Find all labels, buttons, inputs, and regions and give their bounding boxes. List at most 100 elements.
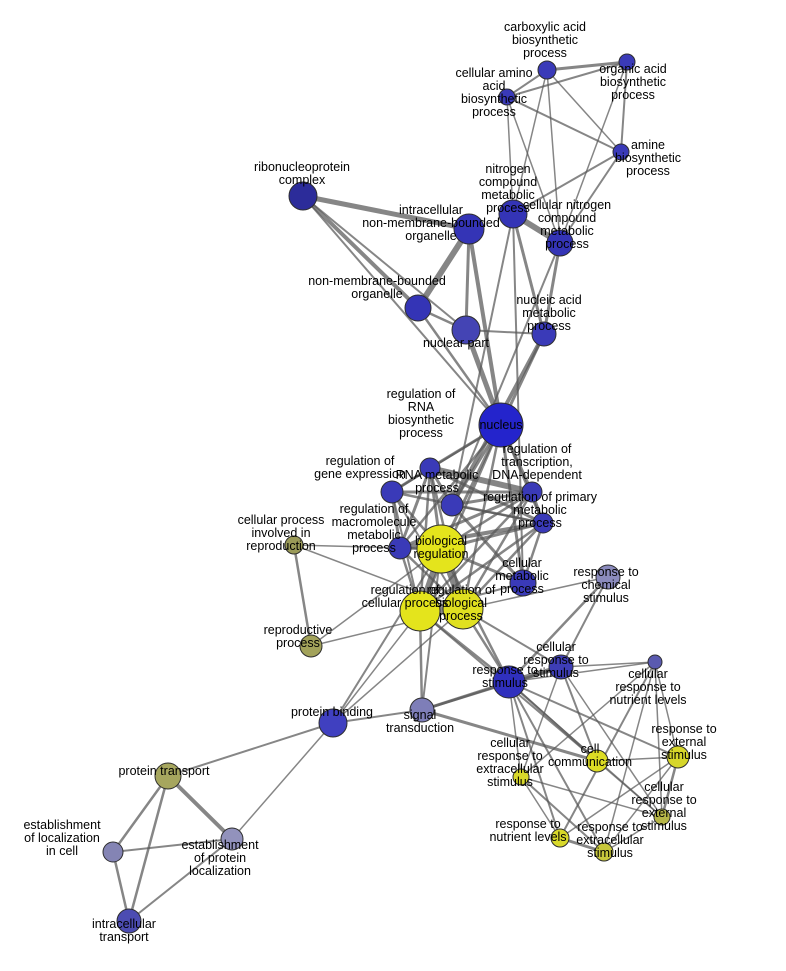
node-label-amino-line2: biosynthetic	[461, 92, 527, 106]
node-label-amine-line0: amine	[631, 138, 665, 152]
graph-node-resp_nutrient[interactable]: response to nutrient levels	[550, 828, 570, 848]
node-label-signal-line1: transduction	[386, 721, 454, 735]
graph-node-resp_chemical[interactable]: response to chemical stimulus	[595, 564, 621, 590]
graph-edge-rnp-nm_organelle	[301, 194, 420, 310]
graph-edge-cell_repro-repro	[292, 543, 313, 648]
graph-edge-cell_resp_nutrient-cell_resp_ext	[654, 661, 663, 818]
graph-node-repro[interactable]: reproductive process	[299, 634, 323, 658]
graph-edge-carboxylic-cell_nitrogen	[546, 69, 561, 244]
graph-node-rnp[interactable]: ribonucleoprotein complex	[288, 181, 318, 211]
graph-node-reg_gene[interactable]: regulation of gene expression	[380, 480, 404, 504]
graph-node-cell_comm[interactable]: cell communication	[585, 749, 609, 773]
graph-edge-cell_resp_stim-cell_comm	[560, 666, 598, 762]
graph-node-resp_extracell[interactable]: response to extracellular stimulus	[594, 842, 614, 862]
node-label-resp_nutrient-line1: nutrient levels	[489, 830, 566, 844]
node-label-reg_cell-line1: cellular process	[362, 596, 449, 610]
graph-edge-cell_resp_stim-cell_resp_extra	[520, 666, 562, 778]
node-label-resp_nutrient-line0: response to	[495, 817, 560, 831]
graph-node-reg_transcription[interactable]: regulation of transcription, DNA-depende…	[521, 481, 543, 503]
node-label-nitrogen-line0: nitrogen	[485, 162, 530, 176]
graph-node-nuclear_part[interactable]: nuclear part	[451, 315, 481, 345]
graph-edge-resp_stim-resp_extracell	[508, 681, 605, 853]
graph-edge-resp_chemical-cell_resp_stim	[560, 576, 609, 668]
graph-node-bio_reg[interactable]: biological regulation	[416, 524, 466, 574]
node-label-organic-line0: organic acid	[599, 62, 666, 76]
node-label-rnp-line1: complex	[279, 173, 326, 187]
graph-node-amine[interactable]: amine biosynthetic process	[612, 143, 630, 161]
node-label-reg_macro-line3: process	[352, 541, 396, 555]
graph-node-nm_organelle[interactable]: non-membrane-bounded organelle	[404, 294, 432, 322]
graph-node-cell_resp_ext[interactable]: cellular response to external stimulus	[653, 808, 671, 826]
node-label-amino-line3: process	[472, 105, 516, 119]
graph-node-cell_nitrogen[interactable]: cellular nitrogen compound metabolic pro…	[546, 229, 574, 257]
graph-node-nucleus[interactable]: nucleus	[478, 402, 524, 448]
node-label-est_loc-line2: in cell	[46, 844, 78, 858]
graph-node-reg_bio[interactable]: regulation of biological process	[442, 588, 484, 630]
graph-node-reg_rna[interactable]: regulation of RNA biosynthetic process	[419, 457, 441, 479]
graph-node-amino[interactable]: cellular amino acid biosynthetic process	[498, 88, 516, 106]
graph-edge-rnp-intra_organelle	[300, 193, 472, 232]
graph-node-intra_transport[interactable]: intracellular transport	[116, 908, 142, 934]
graph-edge-reg_rna-reg_primary	[428, 466, 545, 525]
graph-node-protein_transport[interactable]: protein transport	[154, 762, 182, 790]
node-label-intra_organelle-line2: organelle	[405, 229, 456, 243]
node-label-reg_macro-line2: metabolic	[347, 528, 401, 542]
node-label-resp_extracell-line2: stimulus	[587, 846, 633, 860]
graph-node-est_loc[interactable]: establishment of localization in cell	[102, 841, 124, 863]
graph-edge-bio_reg-repro	[310, 548, 442, 647]
node-label-nm_organelle-line0: non-membrane-bounded	[308, 274, 446, 288]
graph-node-protein_binding[interactable]: protein binding	[318, 708, 348, 738]
graph-node-est_prot[interactable]: establishment of protein localization	[220, 827, 244, 851]
graph-node-cell_repro[interactable]: cellular process involved in reproductio…	[284, 535, 304, 555]
graph-edge-cell_comm-resp_external	[596, 756, 679, 762]
graph-edge-carboxylic-organic	[545, 60, 629, 72]
node-label-cell_comm-line0: cell	[581, 742, 600, 756]
graph-edge-amino-cell_nitrogen	[506, 96, 561, 244]
graph-node-organic[interactable]: organic acid biosynthetic process	[618, 53, 636, 71]
node-label-cell_resp_stim-line1: response to	[523, 653, 588, 667]
graph-node-signal[interactable]: signal transduction	[409, 697, 435, 723]
graph-node-rna_metabolic[interactable]: RNA metabolic process	[440, 493, 464, 517]
node-label-cell_metabolic-line2: process	[500, 582, 544, 596]
graph-node-carboxylic[interactable]: carboxylic acid biosynthetic process	[537, 60, 557, 80]
graph-node-cell_resp_nutrient[interactable]: cellular response to nutrient levels	[647, 654, 663, 670]
graph-edge-cell_resp_extra-cell_resp_ext	[520, 776, 663, 818]
graph-edge-bio_reg-protein_binding	[332, 548, 442, 724]
node-label-cell_comm-line1: communication	[548, 755, 632, 769]
graph-node-resp_stim[interactable]: response to stimulus	[492, 665, 526, 699]
graph-node-nucleic_acid[interactable]: nucleic acid metabolic process	[531, 321, 557, 347]
graph-edge-intra_organelle-nuclear_part	[464, 227, 471, 332]
graph-node-intra_organelle[interactable]: intracellular non-membrane-bounded organ…	[453, 213, 485, 245]
graph-node-reg_macro[interactable]: regulation of macromolecule metabolic pr…	[388, 536, 412, 560]
node-label-resp_chemical-line0: response to	[573, 565, 638, 579]
node-label-resp_extracell-line0: response to	[577, 820, 642, 834]
graph-edge-reg_transcription-reg_bio	[461, 490, 534, 611]
node-label-nucleic_acid-line2: process	[527, 319, 571, 333]
graph-edge-carboxylic-nitrogen	[512, 69, 548, 215]
graph-edge-organic-amine	[620, 61, 628, 153]
graph-node-nitrogen[interactable]: nitrogen compound metabolic process	[498, 199, 528, 229]
node-label-bio_reg-line0: biological	[415, 534, 467, 548]
graph-node-reg_cell[interactable]: regulation of cellular process	[399, 590, 441, 632]
graph-node-cell_resp_extra[interactable]: cellular response to extracellular stimu…	[512, 768, 530, 786]
node-label-cell_resp_ext-line3: stimulus	[641, 819, 687, 833]
node-label-nm_organelle-line1: organelle	[351, 287, 402, 301]
node-label-amino-line0: cellular amino	[455, 66, 532, 80]
node-label-rnp-line0: ribonucleoprotein	[254, 160, 350, 174]
graph-edge-reg_bio-resp_chemical	[462, 576, 609, 610]
node-label-cell_resp_nutrient-line2: nutrient levels	[609, 693, 686, 707]
node-label-cell_resp_extra-line0: cellular	[490, 736, 530, 750]
graph-node-cell_metabolic[interactable]: cellular metabolic process	[509, 569, 537, 597]
graph-node-cell_resp_stim[interactable]: cellular response to stimulus	[548, 654, 574, 680]
node-label-reg_macro-line0: regulation of	[340, 502, 409, 516]
graph-edge-cell_resp_extra-resp_extracell	[520, 776, 605, 853]
graph-edge-rna_metabolic-cell_metabolic	[450, 503, 525, 585]
graph-node-resp_external[interactable]: response to external stimulus	[666, 745, 690, 769]
graph-node-reg_primary[interactable]: regulation of primary metabolic process	[532, 512, 554, 534]
node-label-nitrogen-line3: process	[486, 201, 530, 215]
graph-edge-amine-nitrogen	[512, 151, 622, 215]
graph-edge-nm_organelle-nucleus	[416, 306, 503, 427]
node-label-reg_transcription-line2: DNA-dependent	[492, 468, 582, 482]
graph-edge-intra_organelle-nm_organelle	[415, 226, 472, 311]
node-label-reg_primary-line2: process	[518, 516, 562, 530]
